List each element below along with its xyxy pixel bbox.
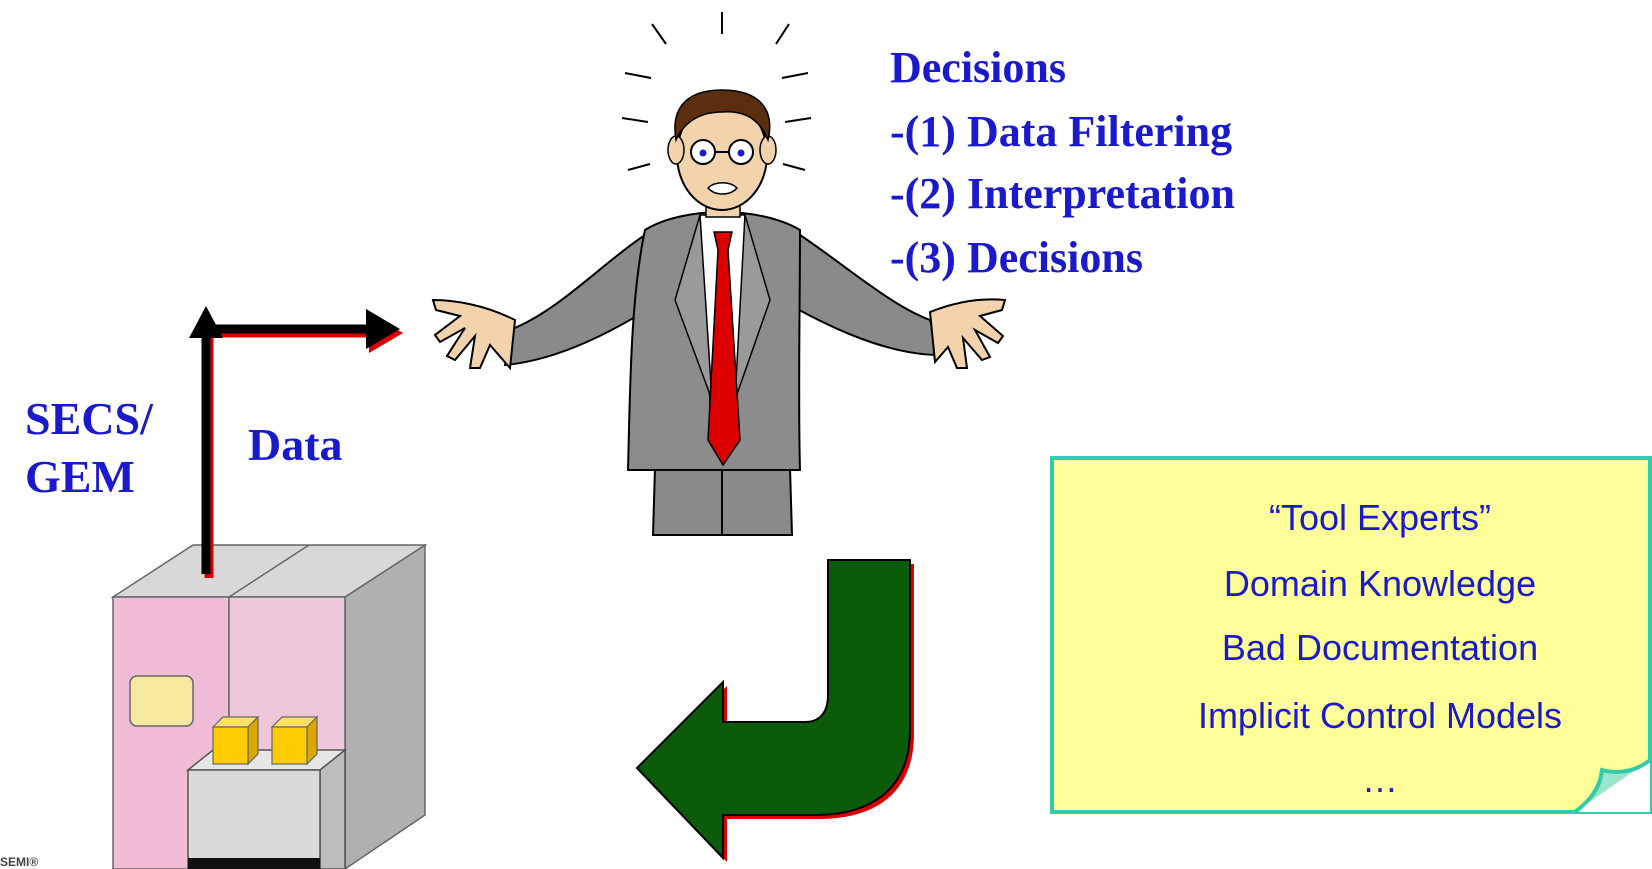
decision-item-2: -(2) Interpretation xyxy=(890,169,1235,218)
red-tie xyxy=(707,231,741,467)
tool-window xyxy=(129,675,194,727)
protocol-label-line2: GEM xyxy=(25,451,135,502)
footer-mark: SEMI® xyxy=(0,855,38,869)
note-line-5: … xyxy=(1362,759,1398,800)
note-line-1: “Tool Experts” xyxy=(1269,497,1491,538)
stress-lines xyxy=(621,12,812,171)
feedback-return-arrow xyxy=(635,559,914,862)
decision-item-1: -(1) Data Filtering xyxy=(890,107,1232,156)
note-line-3: Bad Documentation xyxy=(1222,627,1538,668)
wafer-carrier-boxes xyxy=(211,715,319,766)
data-label: Data xyxy=(248,419,343,470)
protocol-label-line1: SECS/ xyxy=(25,393,154,444)
sticky-note: “Tool Experts” Domain Knowledge Bad Docu… xyxy=(1050,456,1652,814)
decisions-heading: Decisions xyxy=(890,43,1066,92)
decision-item-3: -(3) Decisions xyxy=(890,233,1143,282)
confused-person-illustration xyxy=(431,12,1007,536)
note-line-2: Domain Knowledge xyxy=(1224,563,1536,604)
data-flow-arrow xyxy=(189,306,403,578)
note-line-4: Implicit Control Models xyxy=(1198,695,1562,736)
equipment-tool-illustration xyxy=(110,543,428,869)
load-port xyxy=(185,748,348,869)
